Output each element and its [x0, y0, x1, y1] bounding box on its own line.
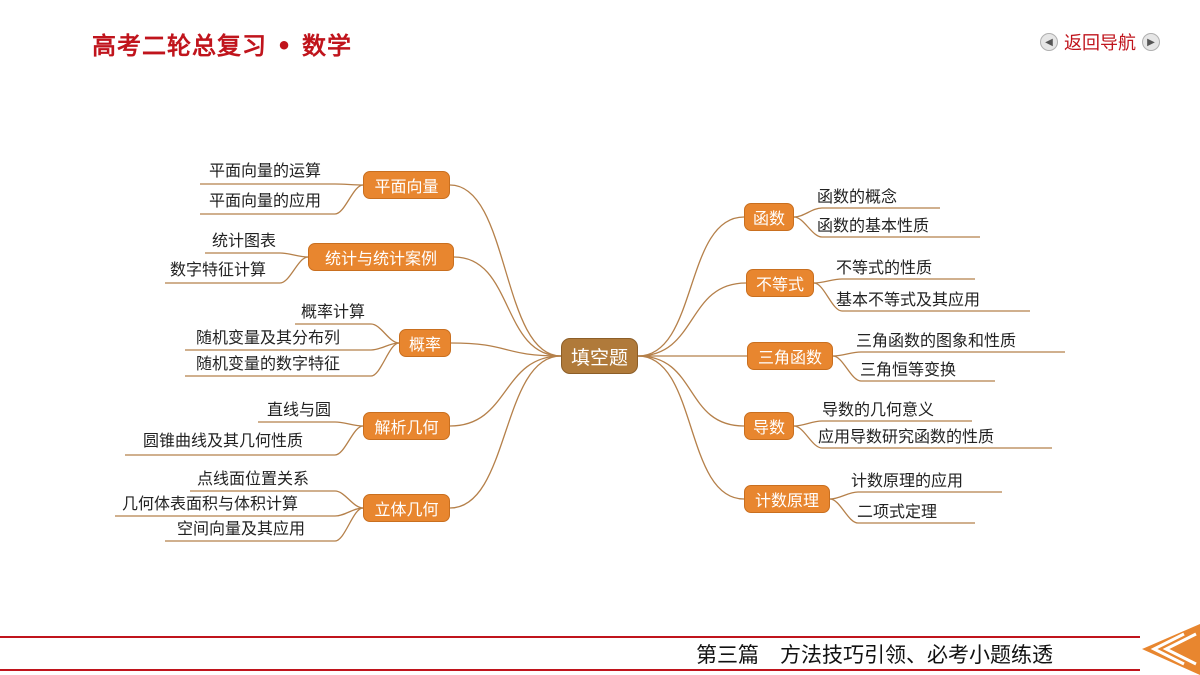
topic-probability: 概率 [399, 329, 451, 357]
leaf-item: 随机变量的数字特征 [196, 354, 341, 373]
topic-plane-vector: 平面向量 [363, 171, 450, 199]
leaf-connector [295, 323, 400, 344]
leaf-item: 应用导数研究函数的性质 [818, 427, 995, 446]
center-node: 填空题 [561, 338, 638, 374]
leaf-connector [125, 425, 364, 456]
leaf-connector [793, 420, 972, 427]
return-navigation[interactable]: ◀ 返回导航 ▶ [1040, 30, 1160, 54]
leaf-item: 计数原理的应用 [851, 471, 964, 490]
footer-section-title: 第三篇 方法技巧引领、必考小题练透 [696, 643, 1053, 667]
leaf-connector [165, 256, 309, 284]
center-branch-connector [449, 355, 562, 427]
center-branch-connector [637, 355, 745, 500]
topic-label: 统计与统计案例 [324, 249, 437, 268]
leaf-item: 导数的几何意义 [822, 400, 935, 419]
back-chevron-icon[interactable] [1138, 624, 1200, 675]
leaf-connector [205, 252, 309, 258]
right-arrow-icon[interactable]: ▶ [1142, 33, 1160, 51]
left-arrow-icon[interactable]: ◀ [1040, 33, 1058, 51]
leaf-item: 函数的概念 [817, 187, 898, 206]
center-branch-connector [637, 355, 745, 427]
leaf-item: 数字特征计算 [170, 260, 267, 279]
leaf-connector [793, 207, 940, 218]
topic-derivative: 导数 [744, 412, 794, 440]
topic-label: 概率 [408, 335, 441, 354]
leaf-connector [185, 342, 400, 377]
topic-statistics: 统计与统计案例 [308, 243, 454, 271]
leaf-connector [829, 491, 1002, 500]
leaf-item: 统计图表 [212, 231, 277, 250]
topic-label: 解析几何 [374, 418, 439, 437]
center-branch-connector [449, 184, 562, 357]
topic-label: 不等式 [755, 275, 804, 294]
leaf-connector [258, 421, 364, 427]
leaf-item: 二项式定理 [857, 502, 938, 521]
leaf-connector [190, 490, 364, 509]
footer-bottom-line [0, 669, 1140, 671]
leaf-item: 圆锥曲线及其几何性质 [143, 431, 304, 450]
leaf-connector [813, 278, 975, 284]
return-navigation-label[interactable]: 返回导航 [1064, 33, 1136, 54]
leaf-item: 平面向量的应用 [209, 191, 322, 210]
center-branch-connector [637, 282, 747, 357]
leaf-item: 函数的基本性质 [817, 216, 930, 235]
leaf-item: 概率计算 [301, 302, 366, 321]
center-branch-connector [450, 342, 562, 357]
topic-solid-geometry: 立体几何 [363, 494, 450, 522]
topic-label: 立体几何 [374, 500, 439, 519]
center-branch-connector [453, 256, 562, 357]
leaf-connector [793, 216, 980, 238]
footer-top-line [0, 636, 1140, 638]
center-branch-connector [449, 355, 562, 509]
leaf-item: 平面向量的运算 [209, 161, 322, 180]
leaf-item: 空间向量及其应用 [177, 519, 306, 538]
leaf-connector [165, 507, 364, 542]
topic-label: 平面向量 [374, 177, 439, 196]
leaf-item: 三角函数的图象和性质 [856, 331, 1017, 350]
topic-label: 函数 [752, 209, 785, 228]
topic-label: 三角函数 [757, 348, 822, 367]
leaf-connector [200, 183, 364, 186]
topic-inequality: 不等式 [746, 269, 814, 297]
leaf-connector [793, 425, 1052, 449]
leaf-connector [832, 355, 995, 382]
topic-counting: 计数原理 [744, 485, 830, 513]
topic-analytic-geometry: 解析几何 [363, 412, 450, 440]
leaf-connector [200, 184, 364, 215]
leaf-connector [813, 282, 1030, 312]
leaf-item: 直线与圆 [267, 400, 332, 419]
leaf-item: 三角恒等变换 [860, 360, 957, 379]
page-title: 高考二轮总复习 • 数学 [92, 32, 353, 60]
center-branch-connector [637, 216, 745, 357]
leaf-connector [829, 498, 975, 524]
leaf-item: 点线面位置关系 [197, 469, 310, 488]
center-node-label: 填空题 [570, 346, 628, 369]
topic-function: 函数 [744, 203, 794, 231]
leaf-item: 基本不等式及其应用 [836, 290, 981, 309]
leaf-item: 随机变量及其分布列 [196, 328, 341, 347]
topic-label: 导数 [752, 418, 785, 437]
leaf-item: 不等式的性质 [836, 258, 933, 277]
leaf-connector [185, 342, 400, 351]
topic-label: 计数原理 [754, 491, 819, 510]
leaf-item: 几何体表面积与体积计算 [122, 494, 299, 513]
leaf-connector [832, 351, 1065, 357]
topic-trig-function: 三角函数 [747, 342, 833, 370]
